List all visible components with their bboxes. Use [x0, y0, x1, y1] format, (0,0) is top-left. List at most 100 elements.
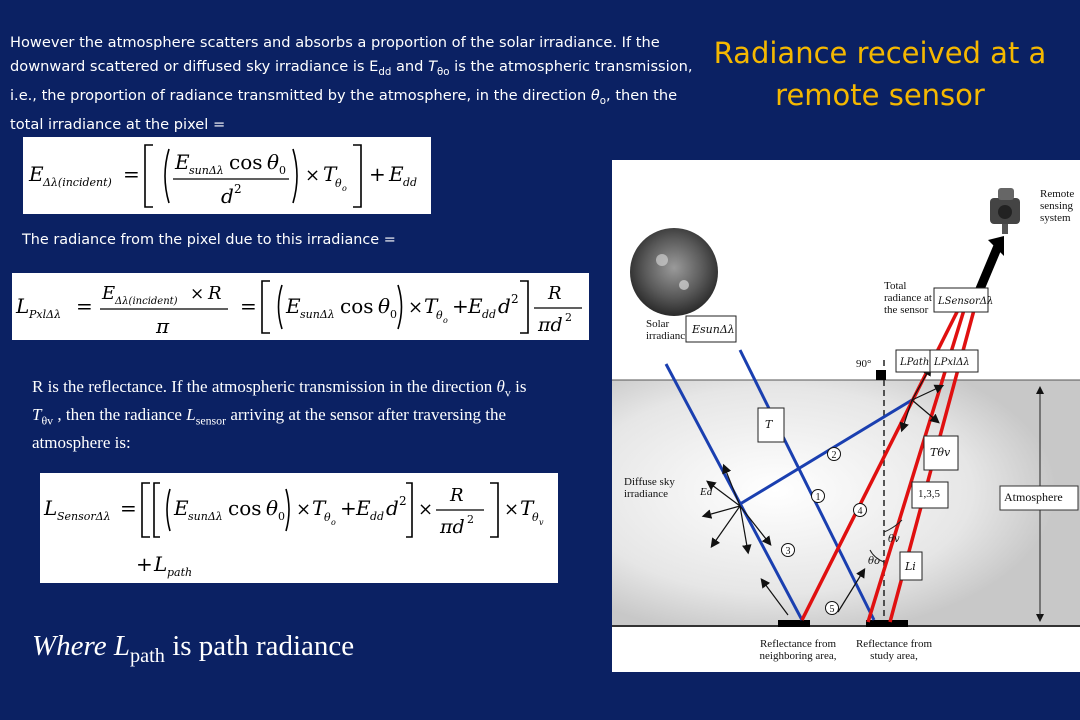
label-path-numbers: 1,3,5: [918, 488, 940, 500]
label-ed: Ed: [700, 486, 713, 498]
svg-text:×: ×: [296, 499, 311, 520]
svg-text:E: E: [173, 496, 189, 520]
svg-text:×: ×: [504, 499, 519, 520]
equation-incident-irradiance: E_Δλ(incident) = [ ( E_sunΔλ cos θ0 / d²…: [23, 137, 431, 214]
svg-text:EsunΔλ: EsunΔλ: [691, 323, 735, 336]
svg-text:R: R: [207, 283, 222, 304]
label-reflectance-neighbor: Reflectance from neighboring area,: [759, 638, 837, 662]
svg-text:E: E: [467, 294, 483, 318]
svg-text:θ: θ: [335, 177, 342, 190]
svg-text:sunΔλ: sunΔλ: [300, 308, 335, 321]
svg-text:θ: θ: [324, 511, 331, 524]
svg-text:cos: cos: [229, 150, 263, 174]
circle-label-1: 1: [816, 492, 821, 503]
svg-text:E: E: [101, 283, 115, 304]
pixel-radiance-caption: The radiance from the pixel due to this …: [22, 232, 396, 248]
svg-text:θ: θ: [266, 496, 278, 520]
svg-text:+: +: [136, 552, 153, 576]
svg-text:sunΔλ: sunΔλ: [188, 510, 223, 523]
svg-text:+: +: [340, 496, 357, 520]
svg-text:cos: cos: [228, 496, 262, 520]
svg-text:θ: θ: [267, 150, 279, 174]
svg-text:×: ×: [418, 499, 433, 520]
svg-text:E: E: [28, 162, 44, 186]
diagram-graphic: 1 2 3 4 5 T Tθv Li LPath LPxlΔλ LSensorΔ…: [612, 188, 1080, 627]
svg-text:T: T: [520, 496, 535, 520]
path-radiance-note: Where Lpath is path radiance: [32, 630, 355, 667]
svg-text:L: L: [153, 552, 167, 576]
circle-label-2: 2: [832, 450, 837, 461]
svg-text:o: o: [342, 184, 347, 193]
svg-text:LPath: LPath: [899, 357, 929, 368]
label-diffuse-sky-irradiance: Diffuse sky irradiance: [624, 476, 675, 500]
svg-text:×: ×: [190, 284, 204, 304]
svg-text:×: ×: [305, 165, 320, 186]
svg-text:path: path: [167, 566, 192, 579]
circle-label-4: 4: [858, 506, 863, 517]
svg-text:T: T: [424, 294, 439, 318]
svg-text:dd: dd: [482, 308, 496, 321]
svg-text:LSensorΔλ: LSensorΔλ: [937, 296, 993, 307]
svg-text:E: E: [388, 162, 404, 186]
svg-text:PxlΔλ: PxlΔλ: [28, 308, 61, 321]
svg-text:d: d: [221, 184, 234, 208]
svg-text:E: E: [174, 150, 190, 174]
svg-text:sunΔλ: sunΔλ: [189, 164, 224, 177]
svg-text:E: E: [355, 496, 371, 520]
equation-1-graphic: E Δλ(incident) = E sunΔλ cos θ 0 d 2 × T…: [28, 144, 417, 208]
svg-text:πd: πd: [537, 314, 563, 336]
svg-text:v: v: [539, 518, 544, 527]
svg-text:+: +: [452, 294, 469, 318]
svg-text:πd: πd: [439, 516, 465, 538]
svg-text:0: 0: [390, 308, 397, 321]
remote-sensing-camera-icon: [990, 188, 1020, 234]
svg-text:T: T: [765, 418, 774, 431]
label-remote-sensing-system: Remote sensing system: [1040, 188, 1075, 224]
svg-text:R: R: [449, 485, 464, 506]
equation-2-graphic: L PxlΔλ = E Δλ(incident) × R π = E sunΔλ…: [15, 280, 582, 338]
equation-sensor-radiance: L_SensorΔλ = [ [ ( E_sunΔλ cos θ0 ) × T_…: [40, 473, 558, 583]
label-reflectance-study: Reflectance from study area,: [855, 638, 933, 662]
svg-text:0: 0: [278, 510, 285, 523]
svg-text:θ: θ: [532, 511, 539, 524]
label-atmosphere: Atmosphere: [1004, 490, 1063, 504]
svg-text:2: 2: [565, 311, 572, 324]
svg-text:R: R: [547, 283, 562, 304]
svg-text:θ: θ: [436, 309, 443, 322]
svg-text:Δλ(incident): Δλ(incident): [114, 296, 178, 307]
svg-text:2: 2: [234, 182, 242, 196]
svg-text:=: =: [120, 496, 137, 520]
svg-text:=: =: [240, 294, 257, 318]
svg-text:T: T: [323, 162, 338, 186]
label-angle-90: 90°: [856, 358, 872, 370]
reflectance-paragraph: R is the reflectance. If the atmospheric…: [32, 377, 527, 452]
svg-text:d: d: [386, 496, 399, 520]
svg-text:o: o: [331, 518, 336, 527]
svg-text:dd: dd: [370, 510, 384, 523]
svg-text:cos: cos: [340, 294, 374, 318]
svg-text:E: E: [285, 294, 301, 318]
svg-text:Tθv: Tθv: [930, 446, 951, 459]
sun-image: [630, 228, 718, 316]
circle-label-3: 3: [786, 546, 791, 557]
intro-paragraph: However the atmosphere scatters and abso…: [10, 34, 693, 134]
svg-text:θv: θv: [888, 534, 900, 545]
svg-text:=: =: [76, 294, 93, 318]
svg-text:0: 0: [279, 164, 286, 177]
svg-text:o: o: [443, 316, 448, 325]
svg-text:+: +: [369, 162, 386, 186]
svg-text:θ: θ: [378, 294, 390, 318]
svg-text:=: =: [123, 162, 140, 186]
svg-text:π: π: [155, 314, 170, 338]
circle-label-5: 5: [830, 604, 835, 615]
svg-text:dd: dd: [403, 176, 417, 189]
svg-text:×: ×: [408, 297, 423, 318]
equation-3-graphic: L SensorΔλ = E sunΔλ cos θ 0 × T θ o + E…: [43, 482, 544, 579]
svg-text:LPxlΔλ: LPxlΔλ: [933, 357, 970, 368]
radiance-diagram: 1 2 3 4 5 T Tθv Li LPath LPxlΔλ LSensorΔ…: [612, 160, 1080, 672]
label-solar-irradiance: Solar irradiance: [646, 318, 686, 342]
svg-text:Li: Li: [904, 560, 916, 573]
svg-text:L: L: [43, 496, 57, 520]
svg-text:L: L: [15, 294, 29, 318]
svg-text:d: d: [498, 294, 511, 318]
